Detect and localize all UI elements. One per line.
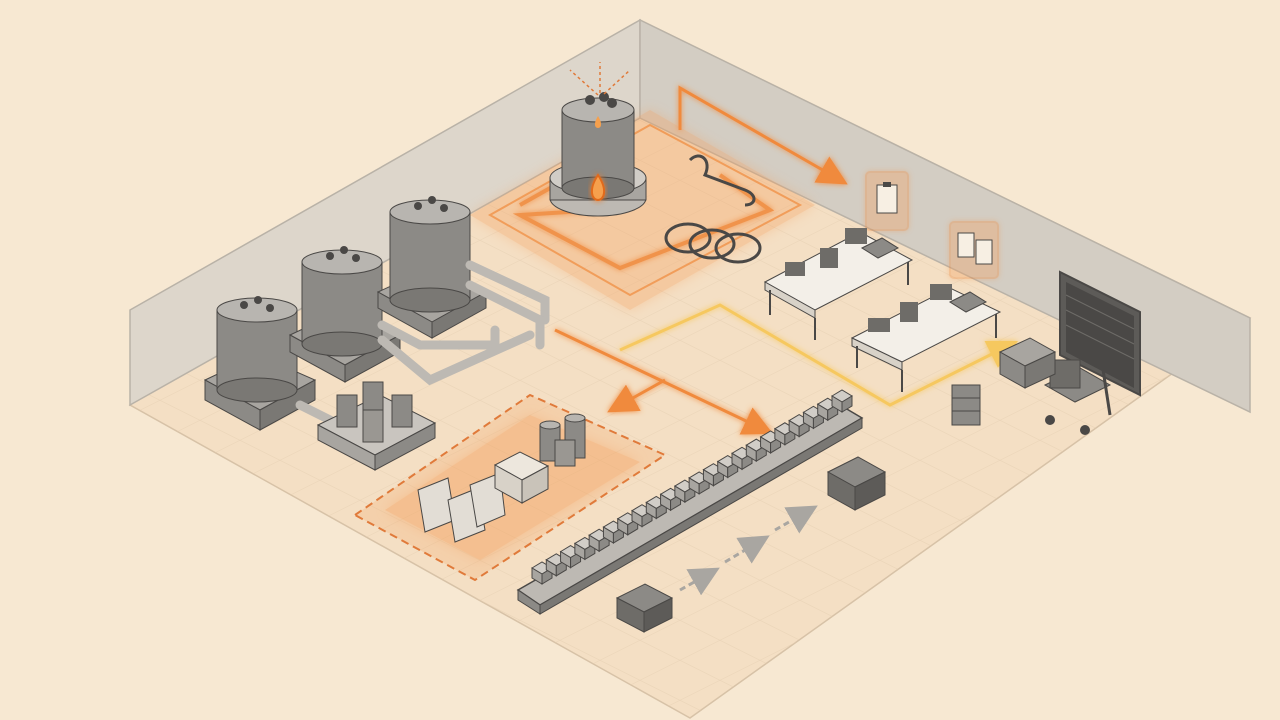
flow-arrow-icon — [724, 535, 770, 564]
storage-tank-icon — [376, 196, 488, 339]
flow-arrow-icon — [607, 378, 666, 413]
clipboard-icon — [865, 171, 909, 231]
conveyor-box — [573, 536, 596, 561]
flow-arrow-icon — [679, 567, 720, 596]
pallet-icon — [998, 337, 1057, 389]
pallet-icon — [615, 583, 674, 633]
pallet-icon — [826, 456, 887, 511]
lab-bench-icon — [850, 284, 1002, 392]
drum-icon — [316, 381, 437, 471]
flow-arrow-icon — [554, 328, 774, 435]
conveyor-boxes — [531, 389, 853, 585]
lab-bench-icon — [763, 228, 914, 340]
crate-icon — [493, 451, 550, 504]
reactor-tank-icon — [549, 62, 647, 217]
flow-arrow-icon — [678, 85, 848, 185]
flow-arrow-icon — [619, 303, 1019, 407]
drum-icon — [539, 413, 586, 467]
reactor-zone-pad — [470, 110, 815, 310]
storage-tank-icon — [288, 246, 402, 383]
pallet-icon — [951, 384, 981, 426]
conveyor-box — [831, 389, 853, 413]
conveyor-box — [616, 512, 639, 536]
clipboard-icon — [949, 221, 999, 279]
pipe-network — [295, 260, 550, 425]
coiled-hose-icon — [664, 154, 762, 264]
storage-tank-icon — [203, 296, 317, 431]
flow-arrow-icon — [774, 505, 818, 534]
